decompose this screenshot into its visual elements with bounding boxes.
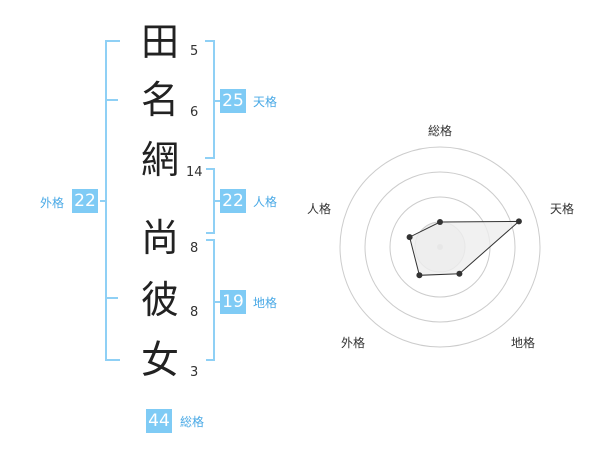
- radar-point: [416, 272, 423, 279]
- soukaku-label: 総格: [180, 415, 205, 429]
- radar-axis-label-gaikaku: 外格: [341, 336, 366, 350]
- radar-axis-label-jinkaku: 人格: [307, 202, 332, 216]
- radar-axis-label-soukaku: 総格: [428, 124, 453, 138]
- chikaku-label: 地格: [253, 296, 278, 310]
- gaikaku-label: 外格: [40, 196, 65, 210]
- name-char-3: 網: [140, 138, 179, 182]
- name-char-4: 尚: [140, 216, 179, 260]
- jinkaku-label: 人格: [253, 195, 278, 209]
- name-char-2: 名: [140, 78, 179, 122]
- radar-chart: [339, 146, 541, 348]
- radar-point: [406, 234, 413, 241]
- name-char-5: 彼: [140, 278, 179, 322]
- tenkaku-bracket: [205, 40, 215, 159]
- radar-axis-label-chikaku: 地格: [511, 336, 536, 350]
- tenkaku-label: 天格: [253, 95, 278, 109]
- tenkaku-value: 25: [220, 89, 246, 113]
- stroke-count: 5: [190, 44, 199, 59]
- gaikaku-bracket: [105, 40, 120, 361]
- gaikaku-value: 22: [72, 189, 98, 213]
- radar-ring: [339, 146, 541, 348]
- radar-point: [456, 270, 463, 277]
- chikaku-bracket: [206, 239, 215, 361]
- radar-axis-label-tenkaku: 天格: [550, 202, 575, 216]
- name-char-6: 女: [140, 338, 179, 382]
- jinkaku-value: 22: [220, 189, 246, 213]
- stroke-count: 8: [190, 241, 199, 256]
- radar-point: [437, 219, 443, 225]
- radar-point: [515, 218, 522, 225]
- stroke-count: 3: [190, 365, 199, 380]
- jinkaku-bracket: [206, 168, 215, 234]
- name-char-1: 田: [140, 20, 179, 64]
- soukaku-value: 44: [146, 409, 172, 433]
- stroke-count: 14: [186, 165, 203, 180]
- stroke-count: 6: [190, 105, 199, 120]
- radar-polygon: [409, 220, 521, 276]
- chikaku-value: 19: [220, 290, 246, 314]
- stroke-count: 8: [190, 305, 199, 320]
- radar-ring: [364, 171, 516, 323]
